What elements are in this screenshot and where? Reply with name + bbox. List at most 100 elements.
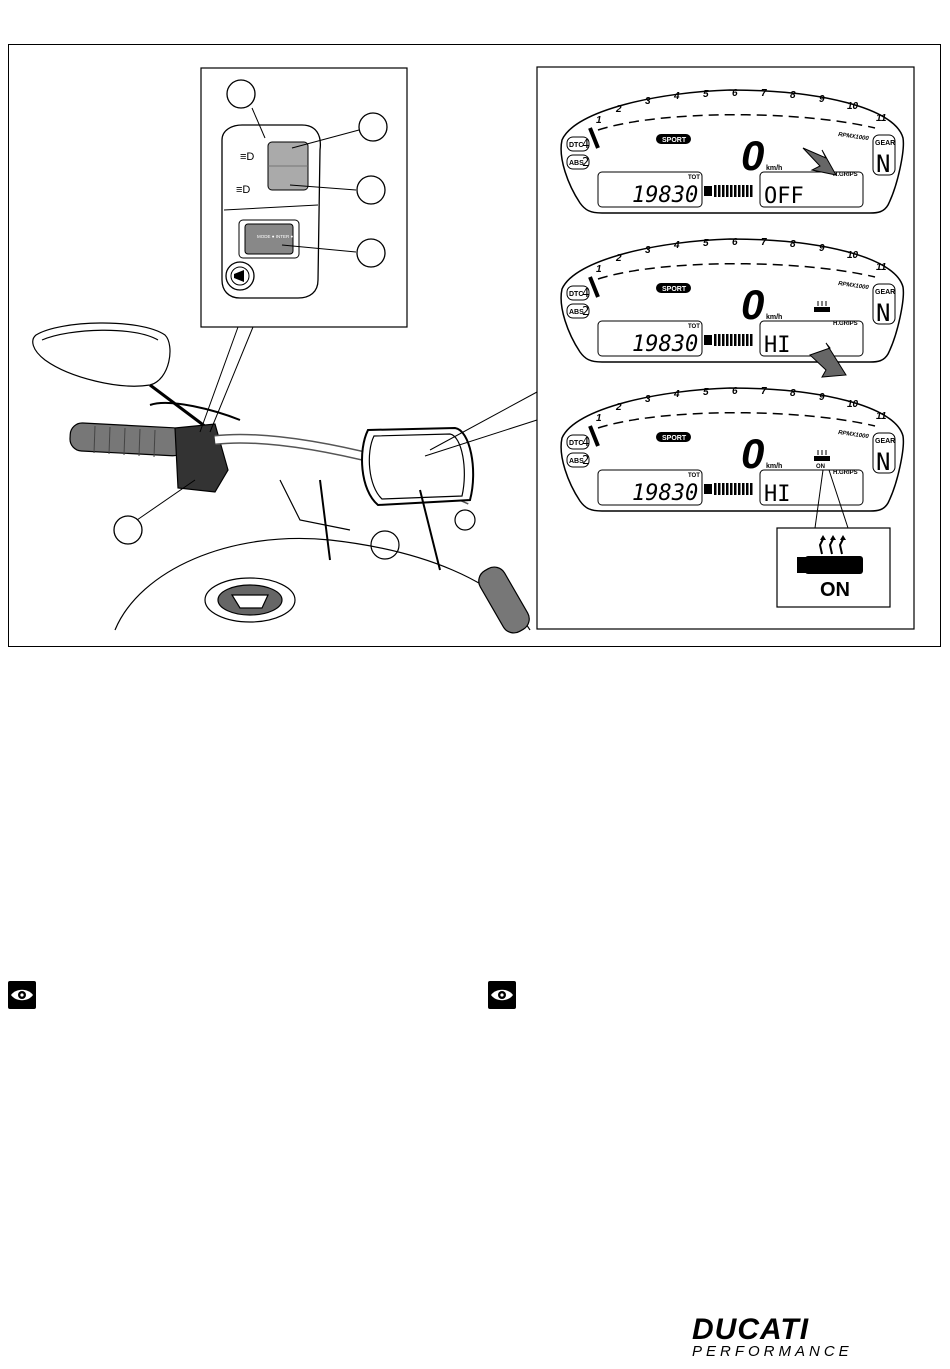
speed-unit: km/h [766, 165, 782, 172]
abs-box [566, 452, 590, 468]
callout-1 [226, 79, 256, 109]
handlebar-illustration [32, 322, 531, 634]
arrow-pointer-1 [802, 147, 837, 176]
rpm-unit-label: RPMX1000 [838, 132, 870, 142]
hgrips-small-icon [814, 301, 830, 312]
dtc-box [566, 285, 590, 301]
callout-5 [113, 515, 143, 545]
mode-label: SPORT [662, 286, 687, 293]
speed-unit: km/h [766, 463, 782, 470]
eye-icon-glyph [491, 989, 513, 1001]
rpm-tick-label: 3 [645, 394, 651, 405]
fuel-pump-icon [704, 484, 712, 494]
callout-4 [356, 238, 386, 268]
gear-box [872, 134, 896, 176]
gear-label: GEAR [875, 438, 895, 445]
odometer-label: TOT [688, 175, 700, 181]
callout-2 [358, 112, 388, 142]
rpm-tick-label: 8 [790, 90, 796, 101]
rpm-tick-label: 5 [703, 89, 709, 100]
fuel-pump-icon [704, 186, 712, 196]
abs-box [566, 303, 590, 319]
brand-subtitle: PERFORMANCE [692, 1343, 853, 1360]
gear-value: N [876, 299, 890, 327]
dtc-level: 4 [582, 435, 589, 449]
rpm-tick-label: 10 [847, 101, 859, 112]
rpm-needle [588, 127, 600, 149]
callout-3 [356, 175, 386, 205]
gear-box [872, 432, 896, 474]
abs-level: 2 [582, 304, 589, 318]
rpm-needle [588, 276, 600, 298]
brand-name: DUCATI [692, 1313, 810, 1346]
rpm-tick-label: 1 [596, 413, 602, 424]
rpm-needle [588, 425, 600, 447]
arrow-pointer-2 [809, 342, 847, 378]
odometer-box [597, 320, 703, 357]
zoom-icon-text: ON [820, 579, 850, 601]
abs-box [566, 154, 590, 170]
mode-badge [656, 283, 691, 293]
rpm-tick-label: 1 [596, 264, 602, 275]
gear-box [872, 283, 896, 325]
rpm-tick-label: 7 [761, 386, 767, 397]
figure-frame [8, 44, 941, 647]
rpm-tick-label: 4 [673, 91, 680, 102]
abs-label: ABS [569, 309, 584, 316]
speed-value: 0 [741, 430, 764, 477]
odometer-label: TOT [688, 324, 700, 330]
rpm-unit-label: RPMX1000 [838, 281, 870, 291]
odometer-value: 19830 [632, 183, 698, 208]
rpm-tick-label: 11 [876, 113, 887, 124]
rpm-tick-label: 9 [819, 243, 825, 254]
eye-icon [488, 981, 516, 1009]
mode-badge [656, 134, 691, 144]
odometer-box [597, 469, 703, 506]
svg-text:≡D: ≡D [240, 151, 254, 163]
brand-logo: DUCATI PERFORMANCE [692, 1313, 932, 1363]
dtc-level: 4 [582, 137, 589, 151]
dtc-label: DTC [569, 440, 583, 447]
svg-text:≡D: ≡D [236, 184, 250, 196]
rpm-unit-label: RPMX1000 [838, 430, 870, 440]
mode-label: SPORT [662, 435, 687, 442]
eye-icon [8, 981, 36, 1009]
dtc-label: DTC [569, 291, 583, 298]
rpm-tick-label: 3 [645, 96, 651, 107]
rpm-tick-label: 6 [732, 386, 738, 397]
gear-value: N [876, 448, 890, 476]
fuel-gauge [714, 334, 753, 346]
eye-icon-glyph [11, 989, 33, 1001]
rpm-tick-label: 4 [673, 240, 680, 251]
rpm-tick-label: 6 [732, 88, 738, 99]
rpm-tick-label: 10 [847, 399, 859, 410]
abs-label: ABS [569, 458, 584, 465]
switch-button-label: MODE ● INTER ● [257, 234, 293, 239]
rpm-tick-label: 11 [876, 411, 887, 422]
rpm-tick-label: 6 [732, 237, 738, 248]
rpm-tick-label: 11 [876, 262, 887, 273]
rpm-tick-label: 8 [790, 388, 796, 399]
rpm-tick-label: 4 [673, 389, 680, 400]
odometer-box [597, 171, 703, 208]
rpm-tick-label: 7 [761, 88, 767, 99]
abs-level: 2 [582, 453, 589, 467]
odometer-label: TOT [688, 473, 700, 479]
rpm-tick-label: 2 [615, 402, 622, 413]
speed-value: 0 [741, 281, 764, 328]
rpm-tick-label: 5 [703, 387, 709, 398]
odometer-value: 19830 [632, 481, 698, 506]
hgrips-label: H.GRIPS [833, 321, 858, 327]
rpm-tick-label: 2 [615, 104, 622, 115]
abs-level: 2 [582, 155, 589, 169]
dtc-box [566, 434, 590, 450]
hgrips-zoom-inset: ON [776, 469, 891, 608]
hgrips-icon-text: ON [816, 464, 825, 470]
gear-value: N [876, 150, 890, 178]
hgrips-label: H.GRIPS [833, 172, 858, 178]
rpm-tick-label: 1 [596, 115, 602, 126]
speed-unit: km/h [766, 314, 782, 321]
